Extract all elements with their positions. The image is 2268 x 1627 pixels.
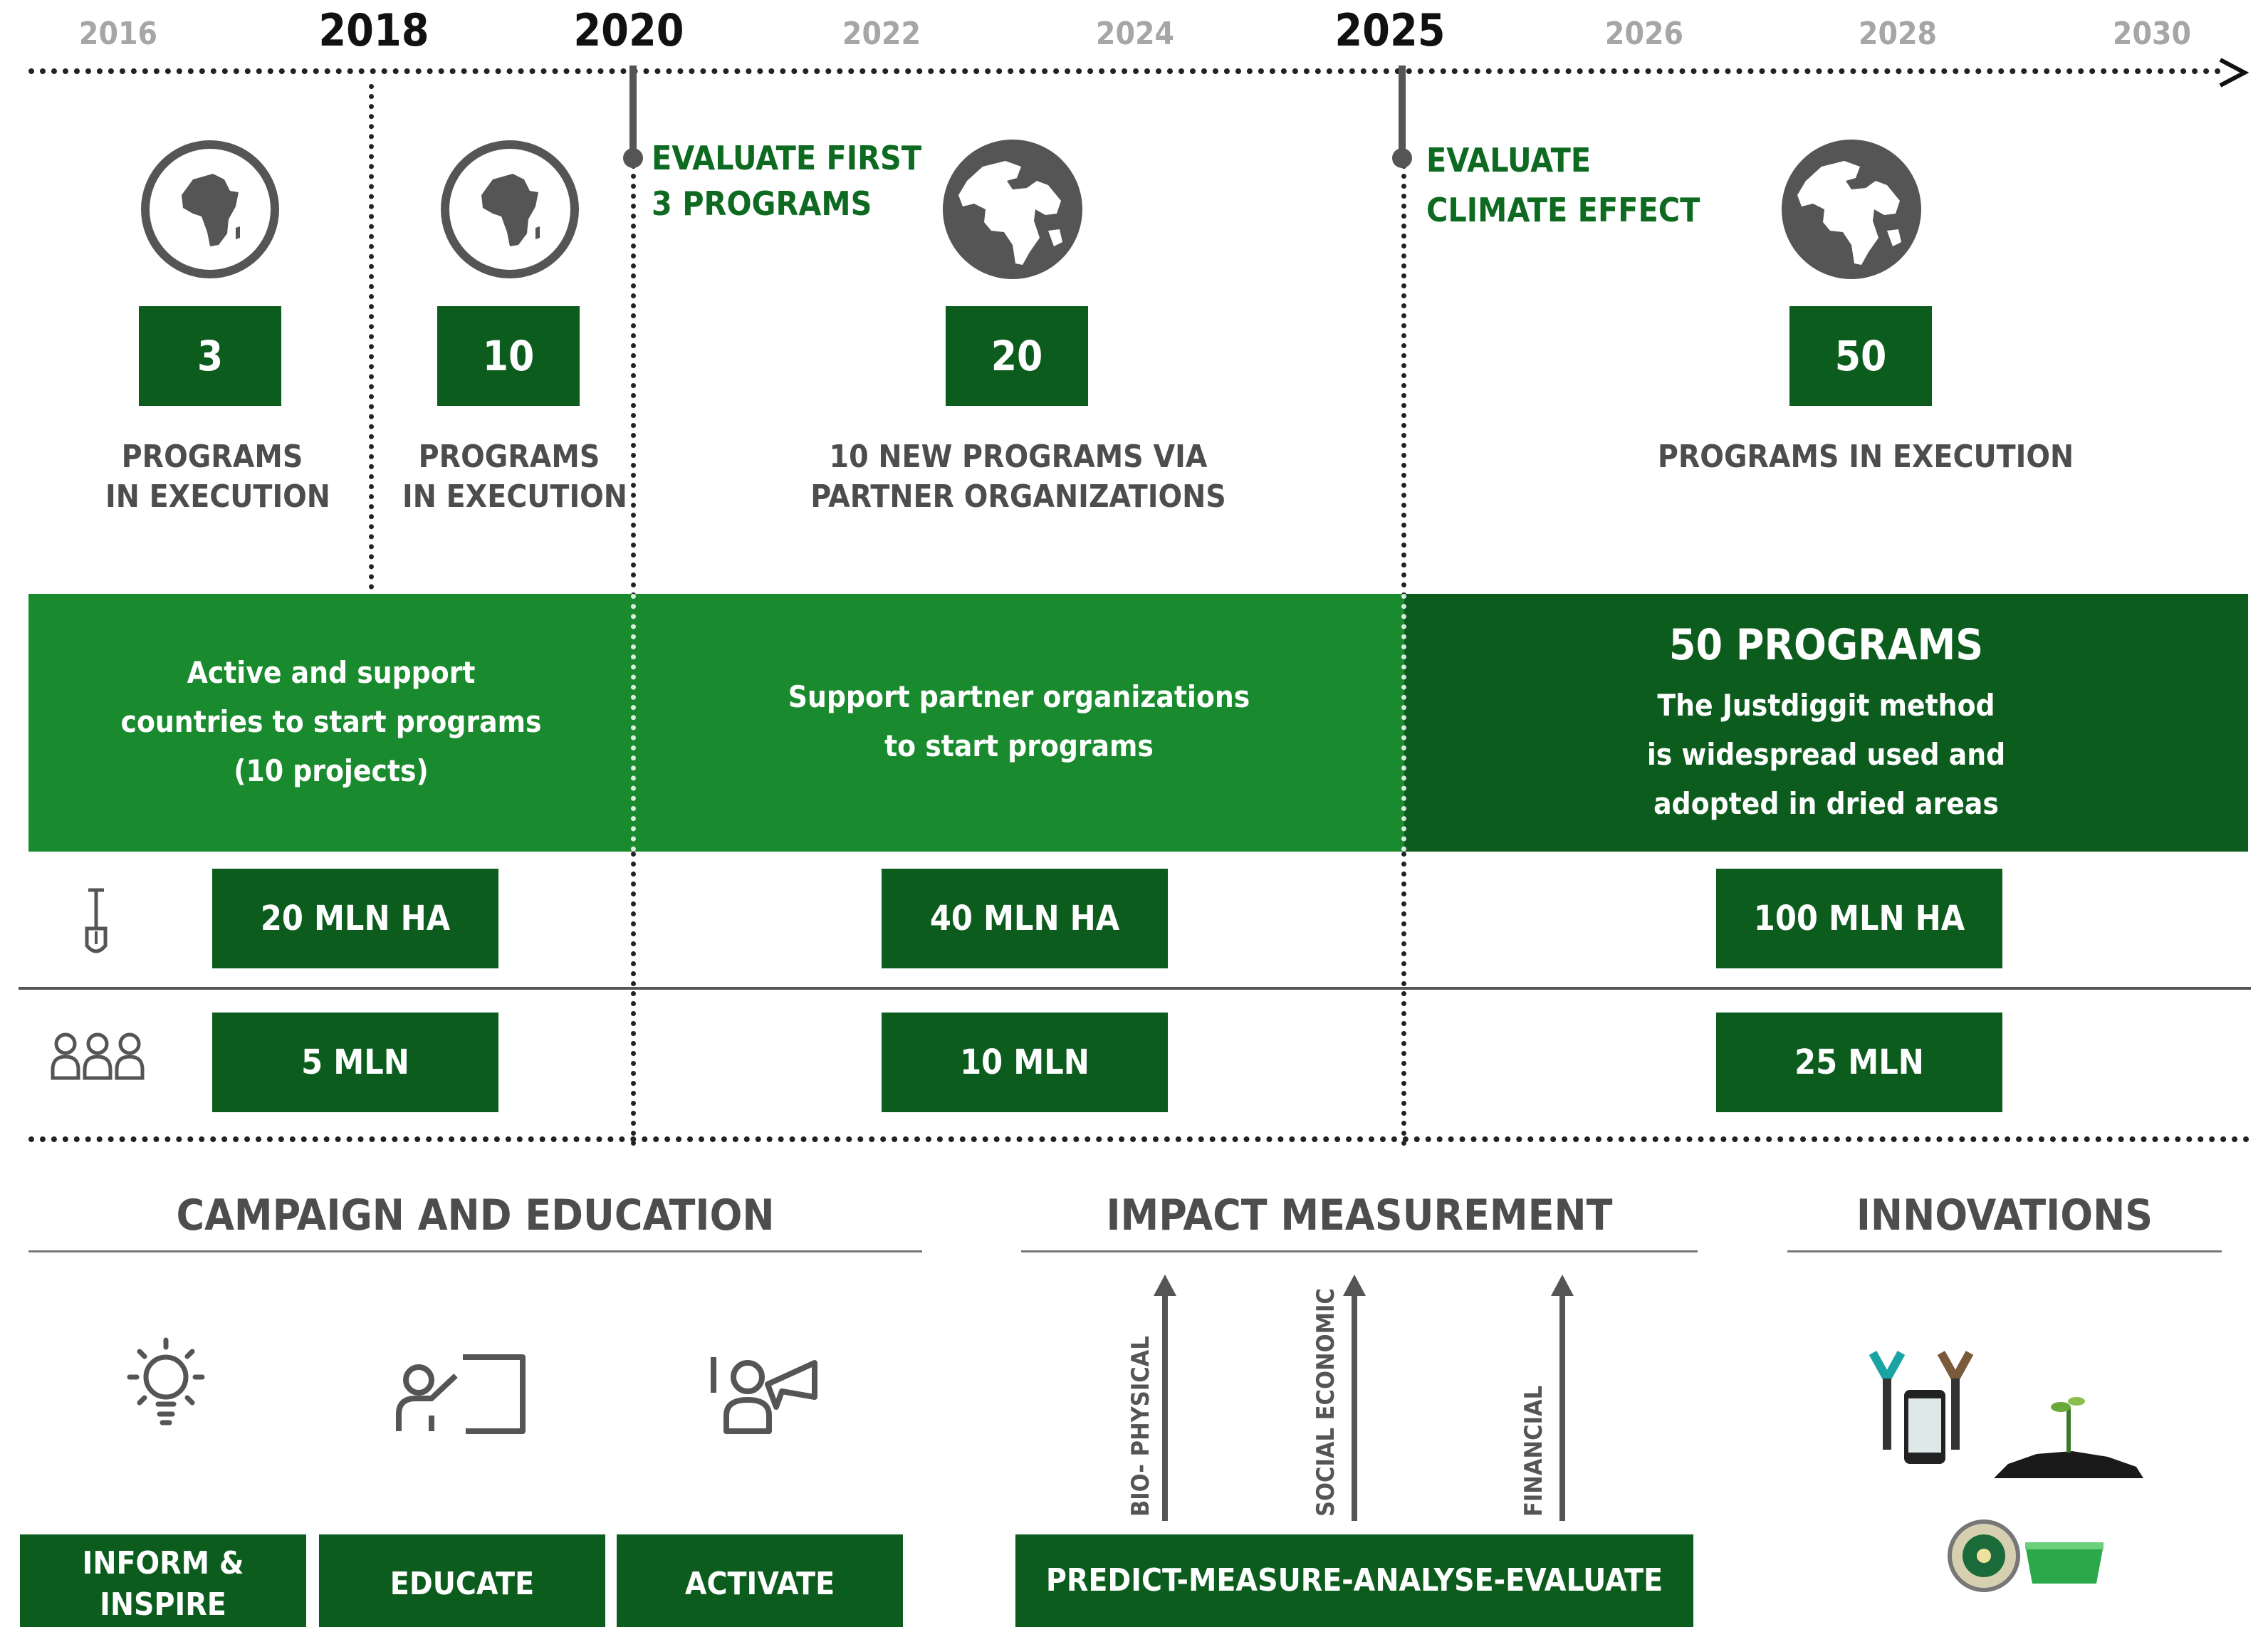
hectares-2022: 40 MLN HA [882, 869, 1168, 968]
educate-button: EDUCATE [319, 1534, 605, 1627]
section-divider [28, 1136, 2250, 1142]
financial-arrow-icon [1551, 1275, 1574, 1521]
year-2022: 2022 [842, 16, 921, 52]
program-count-2022: 20 [946, 306, 1088, 406]
megaphone-icon [711, 1357, 817, 1434]
people-icon [51, 1032, 145, 1080]
people-2018: 5 MLN [212, 1013, 498, 1112]
program-count-2016: 3 [139, 306, 281, 406]
bio-physical-label: BIO- PHYSICAL [1127, 1336, 1155, 1517]
row-separator [19, 987, 2251, 990]
year-2028: 2028 [1858, 16, 1938, 52]
year-2016: 2016 [78, 16, 158, 52]
milestone-pin-2025 [1399, 66, 1406, 159]
year-2030: 2030 [2112, 16, 2192, 52]
inform-inspire-button: INFORM &INSPIRE [20, 1534, 306, 1627]
milestone-pin-2020 [629, 66, 637, 159]
shovel-icon [85, 888, 108, 953]
social-economic-arrow-icon [1343, 1275, 1366, 1521]
people-2022: 10 MLN [882, 1013, 1168, 1112]
year-2024: 2024 [1095, 16, 1175, 52]
timeline-arrow-icon [2219, 58, 2249, 88]
hectares-2028: 100 MLN HA [1716, 869, 2002, 968]
world-globe-icon [943, 140, 1082, 279]
year-2025: 2025 [1334, 4, 1446, 56]
divider-2018 [369, 84, 374, 590]
predict-measure-analyse-evaluate-button: PREDICT-MEASURE-ANALYSE-EVALUATE [1015, 1534, 1693, 1627]
year-2020: 2020 [573, 4, 684, 56]
soil-sensor-phone-icon [1869, 1351, 1974, 1464]
year-2018: 2018 [318, 4, 429, 56]
activate-button: ACTIVATE [617, 1534, 903, 1627]
africa-globe-icon [141, 140, 279, 278]
presentation-icon [396, 1354, 526, 1434]
world-globe-icon [1782, 140, 1921, 279]
innovations-title: INNOVATIONS [1856, 1191, 2153, 1240]
timeline-axis [28, 68, 2222, 74]
campaign-title: CAMPAIGN AND EDUCATION [176, 1191, 775, 1240]
phase-3-title: 50 PROGRAMS [1668, 620, 1984, 670]
financial-label: FINANCIAL [1520, 1385, 1548, 1517]
water-tray-icon [2025, 1542, 2104, 1584]
people-2028: 25 MLN [1716, 1013, 2002, 1112]
program-count-2018: 10 [437, 306, 580, 406]
social-economic-label: SOCIAL ECONOMIC [1312, 1288, 1340, 1517]
seedling-icon [1994, 1397, 2143, 1478]
africa-globe-icon [441, 140, 579, 278]
solar-device-icon [1948, 1519, 2020, 1592]
bio-physical-arrow-icon [1154, 1275, 1176, 1521]
hectares-2018: 20 MLN HA [212, 869, 498, 968]
impact-title: IMPACT MEASUREMENT [1106, 1191, 1613, 1240]
program-count-2028: 50 [1789, 306, 1932, 406]
year-2026: 2026 [1604, 16, 1684, 52]
lightbulb-icon [127, 1337, 205, 1425]
program-caption-2028: PROGRAMS IN EXECUTION [1657, 439, 2074, 475]
